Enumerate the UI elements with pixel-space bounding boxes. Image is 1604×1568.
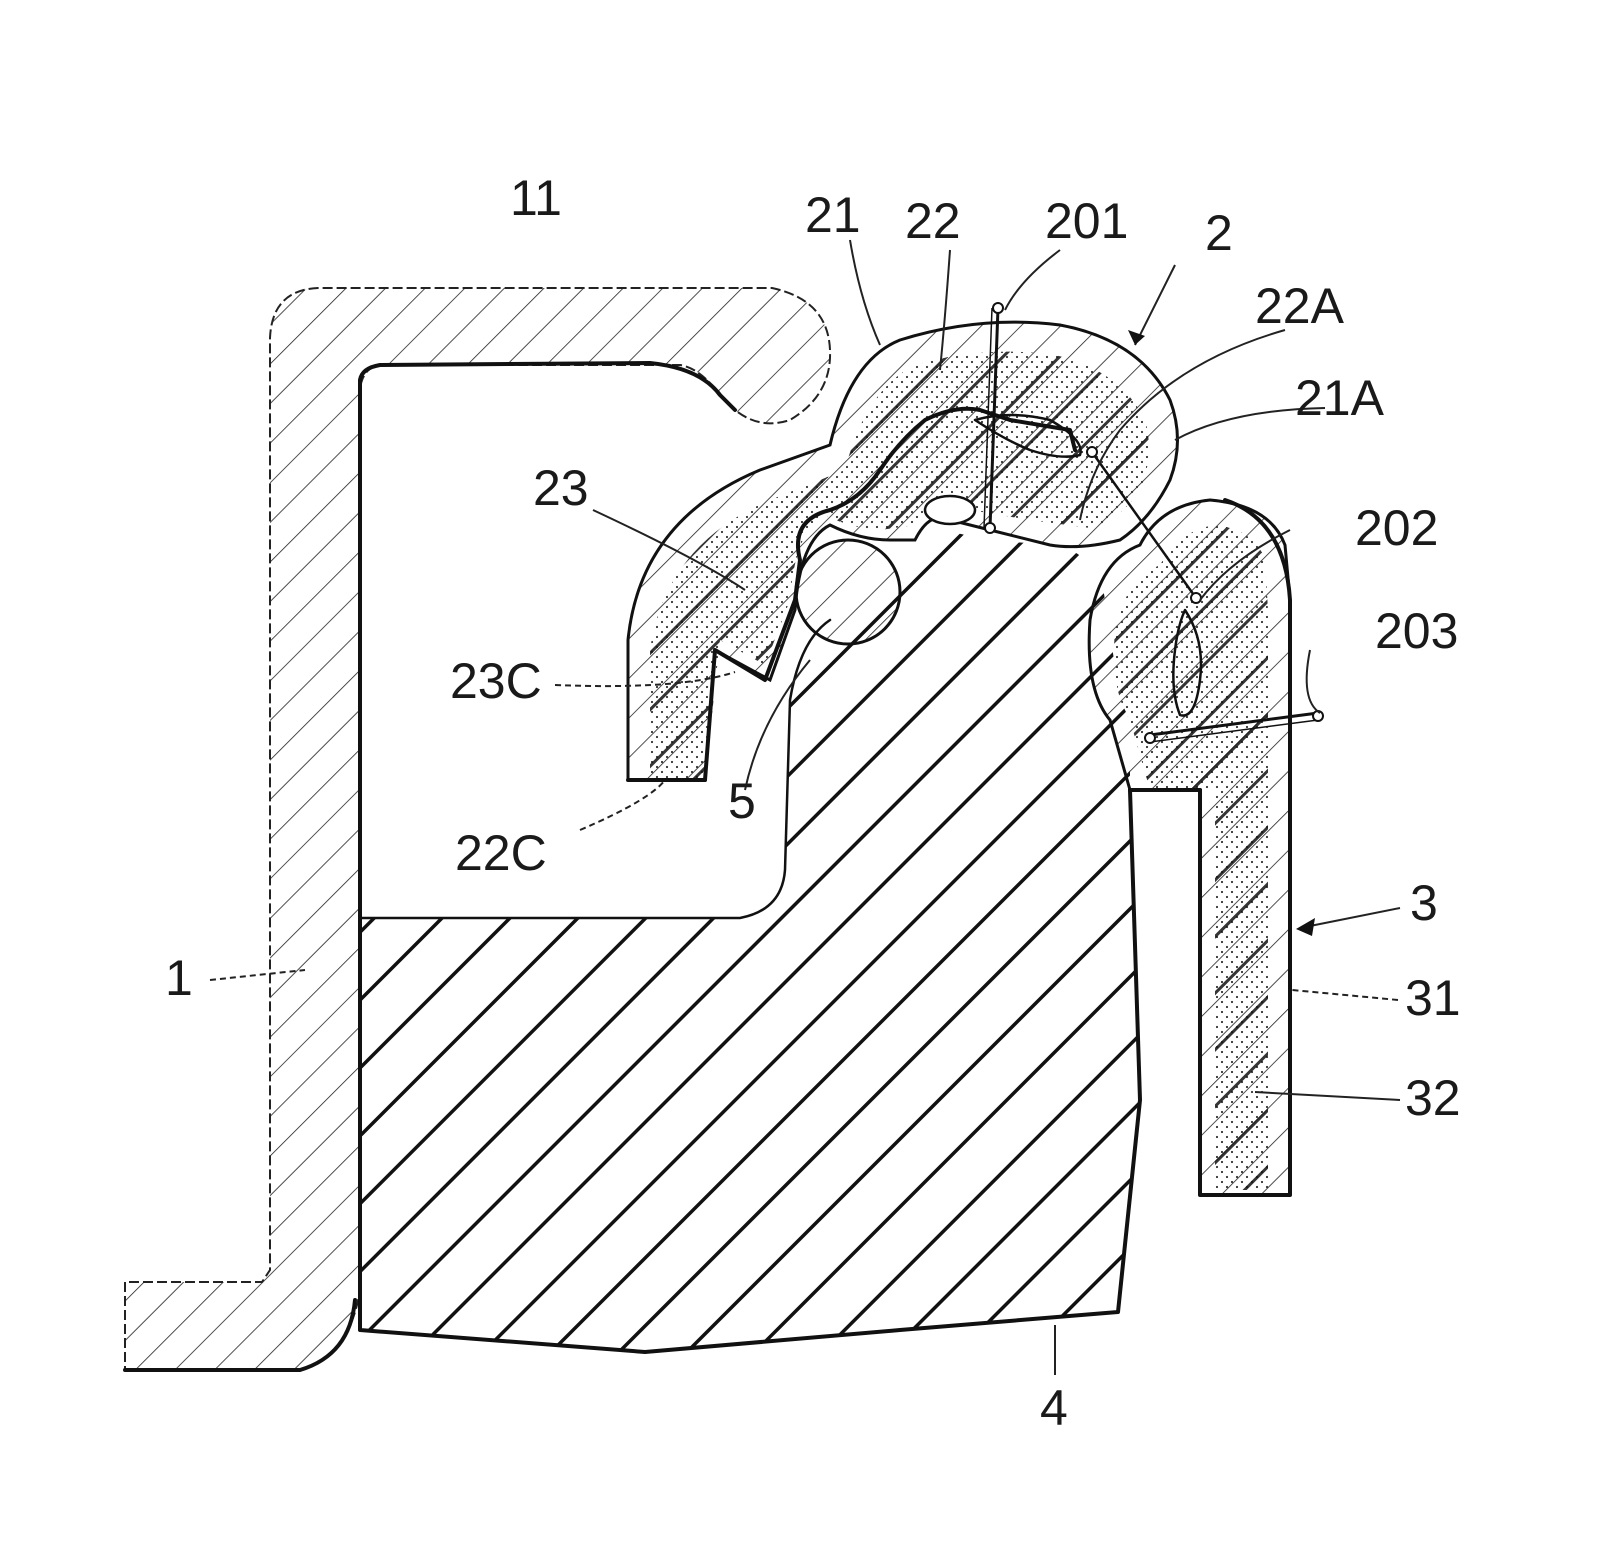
- label-21: 21: [805, 187, 861, 243]
- label-32: 32: [1405, 1070, 1461, 1126]
- bead-part-5: [796, 540, 900, 644]
- label-21A: 21A: [1295, 370, 1385, 426]
- label-3: 3: [1410, 875, 1438, 931]
- label-23C: 23C: [450, 653, 542, 709]
- label-202: 202: [1355, 500, 1438, 556]
- label-1: 1: [165, 950, 193, 1006]
- label-11: 11: [510, 170, 562, 226]
- label-203: 203: [1375, 603, 1458, 659]
- label-23: 23: [533, 460, 589, 516]
- label-22C: 22C: [455, 825, 547, 881]
- label-2: 2: [1205, 205, 1233, 261]
- label-5: 5: [728, 773, 756, 829]
- label-31: 31: [1405, 970, 1461, 1026]
- label-4: 4: [1040, 1380, 1068, 1436]
- label-201: 201: [1045, 193, 1128, 249]
- label-22: 22: [905, 193, 961, 249]
- label-22A: 22A: [1255, 278, 1345, 334]
